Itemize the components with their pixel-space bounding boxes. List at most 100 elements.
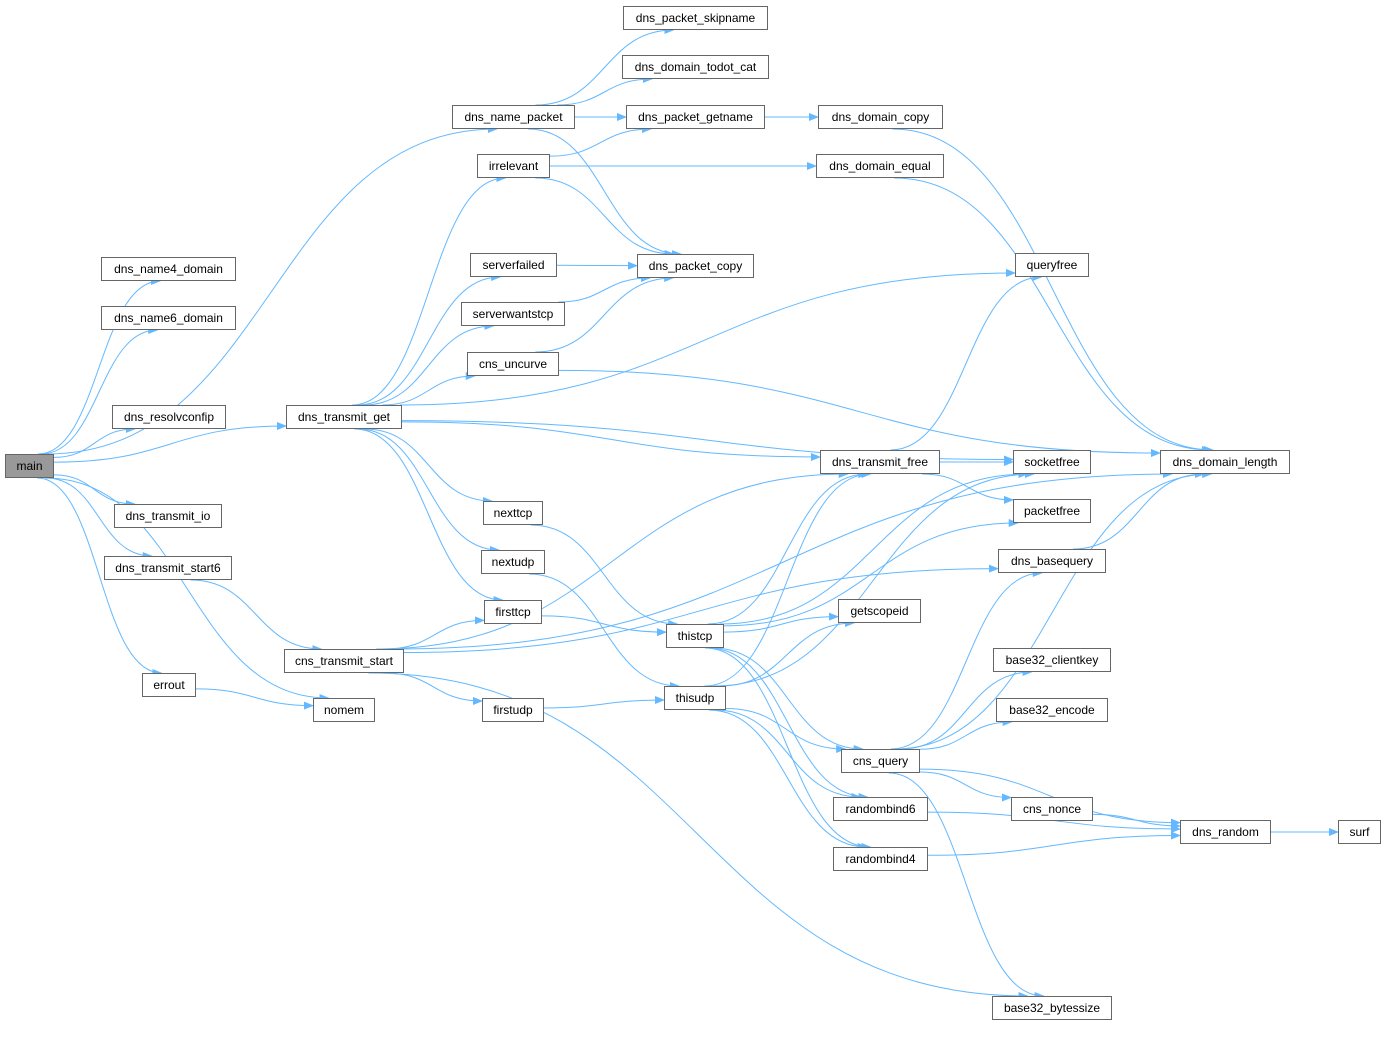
- edge-dns-transmit-free-to-packetfree: [922, 473, 1014, 504]
- node-cns-nonce[interactable]: cns_nonce: [1011, 797, 1093, 821]
- node-dns-name4-domain[interactable]: dns_name4_domain: [101, 257, 236, 281]
- node-firsttcp[interactable]: firsttcp: [484, 600, 542, 624]
- edge-main-to-errout: [37, 477, 163, 677]
- edge-cns-query-to-cns-nonce: [919, 771, 1012, 802]
- edge-cns-uncurve-to-dns-domain-length: [558, 369, 1161, 458]
- edge-nextudp-to-thisudp: [529, 573, 680, 690]
- edge-thisudp-to-randombind6: [715, 709, 862, 801]
- edge-thistcp-to-packetfree: [723, 519, 1019, 627]
- edge-dns-transmit-get-to-firsttcp: [354, 428, 504, 604]
- node-dns-domain-equal[interactable]: dns_domain_equal: [816, 154, 944, 178]
- edge-dns-name-packet-to-dns-packet-skipname: [535, 26, 675, 106]
- node-dns-packet-getname[interactable]: dns_packet_getname: [626, 105, 765, 129]
- edge-irrelevant-to-dns-packet-copy: [535, 177, 675, 258]
- node-packetfree[interactable]: packetfree: [1013, 499, 1091, 523]
- edge-thisudp-to-getscopeid: [720, 619, 856, 687]
- edge-dns-transmit-get-to-queryfree: [399, 268, 1016, 406]
- node-dns-domain-todot-cat[interactable]: dns_domain_todot_cat: [622, 55, 769, 79]
- edge-main-to-dns-name-packet: [46, 125, 498, 455]
- node-dns-domain-copy[interactable]: dns_domain_copy: [818, 105, 943, 129]
- edge-cns-query-to-dns-domain-length: [894, 470, 1213, 750]
- node-dns-transmit-io[interactable]: dns_transmit_io: [114, 504, 222, 528]
- node-firstudp[interactable]: firstudp: [482, 698, 544, 722]
- node-thistcp[interactable]: thistcp: [666, 624, 724, 648]
- node-errout[interactable]: errout: [142, 673, 196, 697]
- node-base32-bytessize[interactable]: base32_bytessize: [992, 996, 1112, 1020]
- node-dns-domain-length[interactable]: dns_domain_length: [1160, 450, 1290, 474]
- node-dns-transmit-get[interactable]: dns_transmit_get: [286, 405, 402, 429]
- edge-dns-transmit-get-to-serverfailed: [357, 273, 502, 406]
- edge-dns-domain-equal-to-dns-domain-length: [893, 177, 1213, 454]
- node-nomem[interactable]: nomem: [313, 698, 375, 722]
- edge-thistcp-to-socketfree: [719, 470, 1029, 625]
- node-dns-packet-copy[interactable]: dns_packet_copy: [637, 254, 754, 278]
- edge-main-to-nomem: [44, 477, 330, 702]
- edge-cns-uncurve-to-dns-packet-copy: [535, 274, 675, 353]
- node-cns-uncurve[interactable]: cns_uncurve: [467, 352, 559, 376]
- edge-thisudp-to-dns-transmit-free: [704, 470, 872, 687]
- edge-irrelevant-to-dns-packet-getname: [549, 125, 652, 157]
- edge-dns-transmit-get-to-nextudp: [357, 428, 501, 554]
- edge-dns-transmit-get-to-cns-uncurve: [382, 372, 476, 406]
- edge-main-to-dns-name6-domain: [40, 326, 159, 455]
- edge-firstudp-to-thisudp: [543, 696, 665, 709]
- edge-thistcp-to-randombind4: [704, 647, 872, 851]
- node-dns-transmit-start6[interactable]: dns_transmit_start6: [104, 556, 232, 580]
- node-randombind6[interactable]: randombind6: [833, 797, 928, 821]
- node-serverwantstcp[interactable]: serverwantstcp: [461, 302, 565, 326]
- edge-dns-name-packet-to-dns-domain-todot-cat: [557, 75, 653, 106]
- edge-dns-domain-copy-to-dns-domain-length: [892, 128, 1215, 454]
- node-nextudp[interactable]: nextudp: [481, 550, 545, 574]
- edge-cns-query-to-dns-basequery: [890, 569, 1043, 750]
- edge-cns-query-to-base32-bytessize: [888, 772, 1045, 1000]
- edge-firsttcp-to-thistcp: [541, 615, 667, 637]
- node-dns-basequery[interactable]: dns_basequery: [998, 549, 1106, 573]
- node-dns-packet-skipname[interactable]: dns_packet_skipname: [623, 6, 768, 30]
- node-surf[interactable]: surf: [1338, 820, 1381, 844]
- edge-thistcp-to-getscopeid: [723, 612, 839, 633]
- node-dns-name-packet[interactable]: dns_name_packet: [452, 105, 575, 129]
- node-base32-clientkey[interactable]: base32_clientkey: [993, 648, 1111, 672]
- edge-cns-nonce-to-dns-random: [1092, 813, 1181, 830]
- node-nexttcp[interactable]: nexttcp: [483, 501, 543, 525]
- edge-thisudp-to-cns-query: [725, 708, 847, 753]
- edge-cns-query-to-base32-encode: [919, 718, 1013, 750]
- edge-main-to-dns-transmit-start6: [45, 477, 153, 560]
- node-dns-resolvconfip[interactable]: dns_resolvconfip: [112, 405, 226, 429]
- edge-cns-transmit-start-to-firstudp: [385, 672, 483, 706]
- node-main[interactable]: main: [5, 454, 54, 478]
- node-randombind4[interactable]: randombind4: [833, 847, 928, 871]
- node-getscopeid[interactable]: getscopeid: [838, 599, 921, 623]
- edge-dns-transmit-get-to-serverwantstcp: [363, 322, 495, 406]
- edge-cns-transmit-start-to-dns-domain-length: [397, 470, 1173, 650]
- edge-dns-name-packet-to-dns-packet-copy: [528, 128, 682, 258]
- edge-main-to-dns-name4-domain: [37, 277, 162, 455]
- edge-main-to-dns-resolvconfip: [53, 425, 136, 458]
- edge-dns-transmit-start6-to-cns-transmit-start: [190, 579, 323, 653]
- node-dns-random[interactable]: dns_random: [1180, 820, 1271, 844]
- edge-errout-to-nomem: [195, 688, 314, 710]
- node-dns-name6-domain[interactable]: dns_name6_domain: [101, 306, 236, 330]
- edge-randombind4-to-dns-random: [927, 831, 1181, 856]
- edge-thisudp-to-randombind4: [708, 709, 868, 851]
- node-dns-transmit-free[interactable]: dns_transmit_free: [820, 450, 940, 474]
- edge-thisudp-to-socketfree: [713, 470, 1035, 687]
- edge-serverwantstcp-to-dns-packet-copy: [558, 274, 651, 303]
- edge-thistcp-to-cns-query: [712, 647, 864, 753]
- node-cns-transmit-start[interactable]: cns_transmit_start: [284, 649, 404, 673]
- edge-thistcp-to-randombind6: [707, 647, 869, 801]
- node-socketfree[interactable]: socketfree: [1013, 450, 1091, 474]
- edge-cns-transmit-start-to-base32-bytessize: [368, 672, 1029, 1000]
- node-thisudp[interactable]: thisudp: [664, 686, 726, 710]
- edge-main-to-dns-transmit-io: [53, 474, 136, 508]
- node-serverfailed[interactable]: serverfailed: [470, 253, 557, 277]
- edge-dns-basequery-to-dns-domain-length: [1072, 470, 1206, 550]
- edge-cns-transmit-start-to-dns-transmit-free: [376, 470, 849, 650]
- node-base32-encode[interactable]: base32_encode: [996, 698, 1108, 722]
- node-irrelevant[interactable]: irrelevant: [477, 154, 550, 178]
- node-cns-query[interactable]: cns_query: [841, 749, 920, 773]
- edge-dns-transmit-free-to-queryfree: [890, 273, 1043, 451]
- edge-thistcp-to-dns-transmit-free: [707, 470, 869, 625]
- node-queryfree[interactable]: queryfree: [1015, 253, 1089, 277]
